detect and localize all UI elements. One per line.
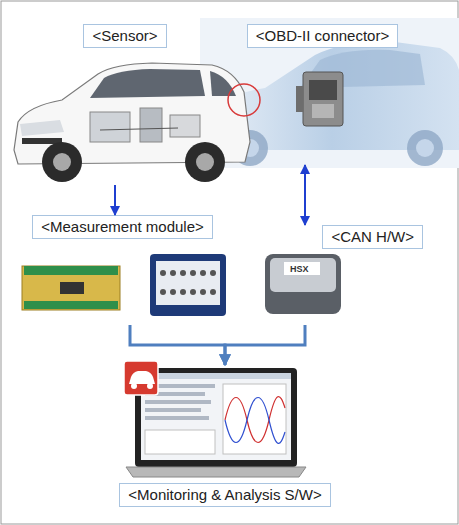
flow-arrow [114,185,116,215]
blue-daq-module [156,261,220,305]
flow-arrow [225,325,305,365]
sensor-car [210,71,236,96]
node-label: <CAN H/W> [322,225,423,249]
label-node: <CAN H/W> [255,225,423,325]
laptop [141,373,291,379]
node-label: <OBD-II connector> [247,24,398,48]
blue-daq-module [210,289,216,295]
blue-daq-module [150,254,226,316]
obd-connector-image [296,72,343,126]
blue-daq-module [180,289,186,295]
sensor-car [228,84,260,116]
label-node: <Monitoring & Analysis S/W> [70,365,380,507]
can-interface-device [284,262,320,275]
can-interface-device [265,254,341,314]
blue-daq-module [200,270,206,276]
blue-daq-module [160,270,216,295]
blue-daq-module [150,254,226,316]
blue-daq-module [170,289,176,295]
yellow-daq-board [24,266,118,275]
device-brand-label: HSX [290,264,309,274]
blue-daq-module [190,289,196,295]
sensor-car [170,115,200,137]
blue-daq-module [190,270,196,276]
app-icon [124,361,158,395]
laptop [145,416,209,420]
sensor-car [100,128,178,130]
flow-arrow [130,325,225,365]
yellow-daq-board [22,266,120,310]
sensor-car [90,112,130,142]
laptop [145,408,201,412]
app-icon [129,371,155,384]
node-label: <Monitoring & Analysis S/W> [119,483,330,507]
laptop [225,398,285,444]
faded-car [407,130,443,166]
sensor-car [196,153,214,171]
app-icon [131,383,137,389]
app-icon [124,361,158,395]
laptop [135,368,297,467]
can-interface-device [270,258,336,292]
blue-daq-module [200,289,206,295]
label-node: <OBD-II connector> [215,24,430,165]
blue-daq-module [160,289,166,295]
laptop [145,430,215,454]
yellow-daq-board [24,301,118,309]
sensor-car [140,108,162,142]
node-label: <Measurement module> [32,215,213,239]
obd-connector-image [309,80,337,100]
label-node: <Sensor> [10,24,240,185]
obd-connector-image [303,72,343,126]
blue-daq-module [210,270,216,276]
node-label: <Sensor> [83,24,166,48]
yellow-daq-board [60,282,84,294]
obd-connector-image [296,86,303,112]
blue-daq-module [180,270,186,276]
sensor-car [185,142,225,182]
laptop [126,467,306,477]
yellow-daq-board [22,266,120,310]
label-node: <Measurement module> [20,215,225,325]
laptop [145,400,211,404]
obd-connector-image [312,104,334,118]
laptop [225,397,285,443]
sensor-car [20,120,64,136]
sensor-car [14,63,260,182]
sensor-car [53,153,71,171]
sensor-car [90,69,205,98]
laptop [223,384,286,454]
blue-daq-module [170,270,176,276]
app-icon [147,383,153,389]
laptop [141,373,291,460]
blue-daq-module [160,270,166,276]
can-interface-device [265,254,341,314]
faded-car [416,139,434,157]
sensor-car [42,142,82,182]
flow-arrow [304,165,306,225]
